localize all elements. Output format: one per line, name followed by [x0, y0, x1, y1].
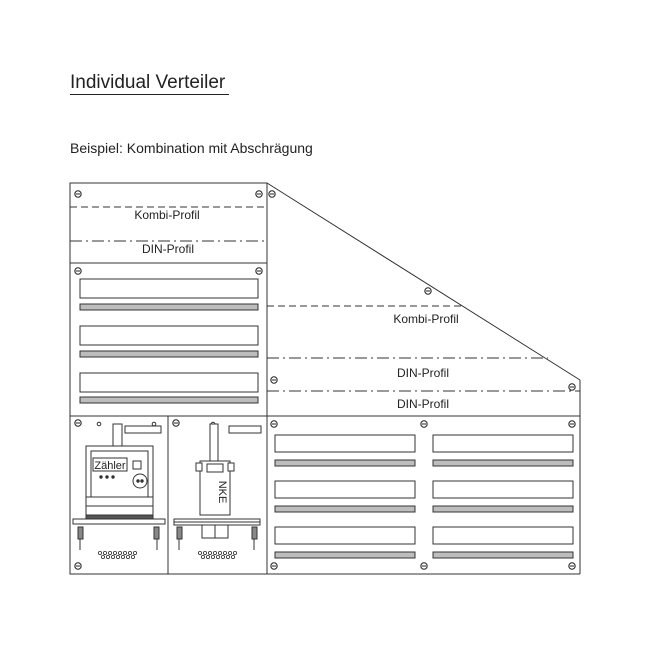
din-profile-label: DIN-Profil [142, 242, 194, 256]
din-rail-row [274, 480, 416, 513]
screw-icon [420, 420, 428, 428]
screw-icon [420, 562, 428, 570]
panel-top-left: Kombi-Profil DIN-Profil [70, 190, 267, 264]
meter-label: Zähler [94, 460, 126, 472]
kombi-profile-label: Kombi-Profil [393, 312, 458, 326]
din-profile-label: DIN-Profil [397, 397, 449, 411]
nke-label: NKE [216, 481, 228, 504]
screw-icon [74, 562, 82, 570]
din-rail-row [432, 480, 574, 513]
din-rail-row [79, 325, 259, 358]
screw-icon [568, 562, 576, 570]
screw-icon [255, 267, 263, 275]
nke-panel: NKE [172, 419, 262, 560]
screw-icon [74, 267, 82, 275]
din-rail-row [274, 434, 416, 467]
page-title: Individual Verteiler [70, 72, 230, 95]
screw-icon [424, 287, 432, 295]
din-rail-row [432, 434, 574, 467]
meter-panel: Zähler [72, 416, 169, 574]
din-rail-row [79, 278, 259, 311]
screw-icon [568, 383, 576, 391]
terminal-strip-icon [98, 551, 137, 560]
screw-icon [74, 190, 82, 198]
screw-icon [270, 420, 278, 428]
din-rail-row [79, 372, 259, 404]
terminal-strip-icon [197, 551, 237, 560]
din-rail-row [432, 526, 574, 559]
panel-bottom-right [270, 420, 576, 570]
panel-middle-left [70, 267, 580, 417]
din-rail-row [274, 526, 416, 559]
screw-icon [270, 376, 278, 384]
meter-device-icon [72, 423, 166, 550]
kombi-profile-label: Kombi-Profil [134, 208, 199, 222]
screw-icon [74, 419, 82, 427]
screw-icon [270, 562, 278, 570]
screw-icon [268, 190, 276, 198]
screw-icon [255, 190, 263, 198]
page-subtitle: Beispiel: Kombination mit Abschrägung [70, 140, 313, 156]
din-profile-label: DIN-Profil [397, 366, 449, 380]
panel-slanted-right: Kombi-Profil DIN-Profil DIN-Profil [267, 190, 580, 411]
nke-device-icon [173, 423, 261, 550]
screw-icon [172, 419, 180, 427]
screw-icon [568, 420, 576, 428]
